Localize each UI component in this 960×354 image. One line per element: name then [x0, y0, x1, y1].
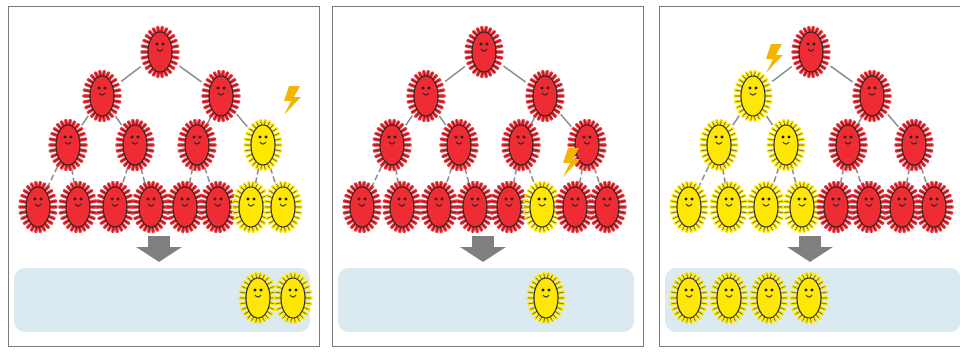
bacterium-icon — [374, 121, 410, 170]
bacterium-icon — [384, 183, 420, 232]
bacterium-icon — [84, 72, 120, 121]
bacterium-icon — [854, 72, 890, 121]
panel-last-generation-mutation — [333, 7, 644, 347]
bacterium-icon — [179, 121, 215, 170]
plate-background — [338, 268, 634, 332]
mutant-bacterium-icon — [711, 183, 747, 232]
mutant-bacterium-icon — [748, 183, 784, 232]
bacterium-icon — [117, 121, 153, 170]
surviving-mutant-icon — [751, 274, 787, 323]
bacterium-icon — [830, 121, 866, 170]
surviving-mutant-icon — [711, 274, 747, 323]
bacterium-icon — [20, 183, 56, 232]
mutant-bacterium-icon — [265, 183, 301, 232]
bacterium-icon — [421, 183, 457, 232]
bacterium-icon — [793, 28, 829, 77]
bacterium-icon — [97, 183, 133, 232]
mutant-bacterium-icon — [524, 183, 560, 232]
bacterium-icon — [200, 183, 236, 232]
bacterium-icon — [167, 183, 203, 232]
bacterium-icon — [916, 183, 952, 232]
mutant-bacterium-icon — [245, 121, 281, 170]
mutant-bacterium-icon — [701, 121, 737, 170]
bacterium-icon — [527, 72, 563, 121]
selection-plate — [665, 268, 960, 332]
surviving-mutant-icon — [671, 274, 707, 323]
bacterium-icon — [203, 72, 239, 121]
bacterium-icon — [457, 183, 493, 232]
bacterium-icon — [589, 183, 625, 232]
surviving-mutant-icon — [240, 274, 276, 323]
bacterium-icon — [50, 121, 86, 170]
surviving-mutant-icon — [275, 274, 311, 323]
bacterium-icon — [503, 121, 539, 170]
mutant-bacterium-icon — [671, 183, 707, 232]
mutant-bacterium-icon — [735, 72, 771, 121]
mutant-bacterium-icon — [768, 121, 804, 170]
mutant-bacterium-icon — [784, 183, 820, 232]
panel-late-mutation — [9, 7, 320, 347]
bacterium-icon — [408, 72, 444, 121]
bacterium-icon — [466, 28, 502, 77]
surviving-mutant-icon — [791, 274, 827, 323]
bacterium-icon — [344, 183, 380, 232]
surviving-mutant-icon — [528, 274, 564, 323]
bacterium-icon — [133, 183, 169, 232]
bacterium-icon — [851, 183, 887, 232]
bacterium-icon — [60, 183, 96, 232]
selection-plate — [338, 268, 634, 332]
bacterium-icon — [491, 183, 527, 232]
bacterium-icon — [818, 183, 854, 232]
selection-plate — [14, 268, 311, 332]
bacterium-icon — [142, 28, 178, 77]
bacterium-icon — [896, 121, 932, 170]
bacterium-icon — [441, 121, 477, 170]
panel-early-mutation — [660, 7, 960, 347]
